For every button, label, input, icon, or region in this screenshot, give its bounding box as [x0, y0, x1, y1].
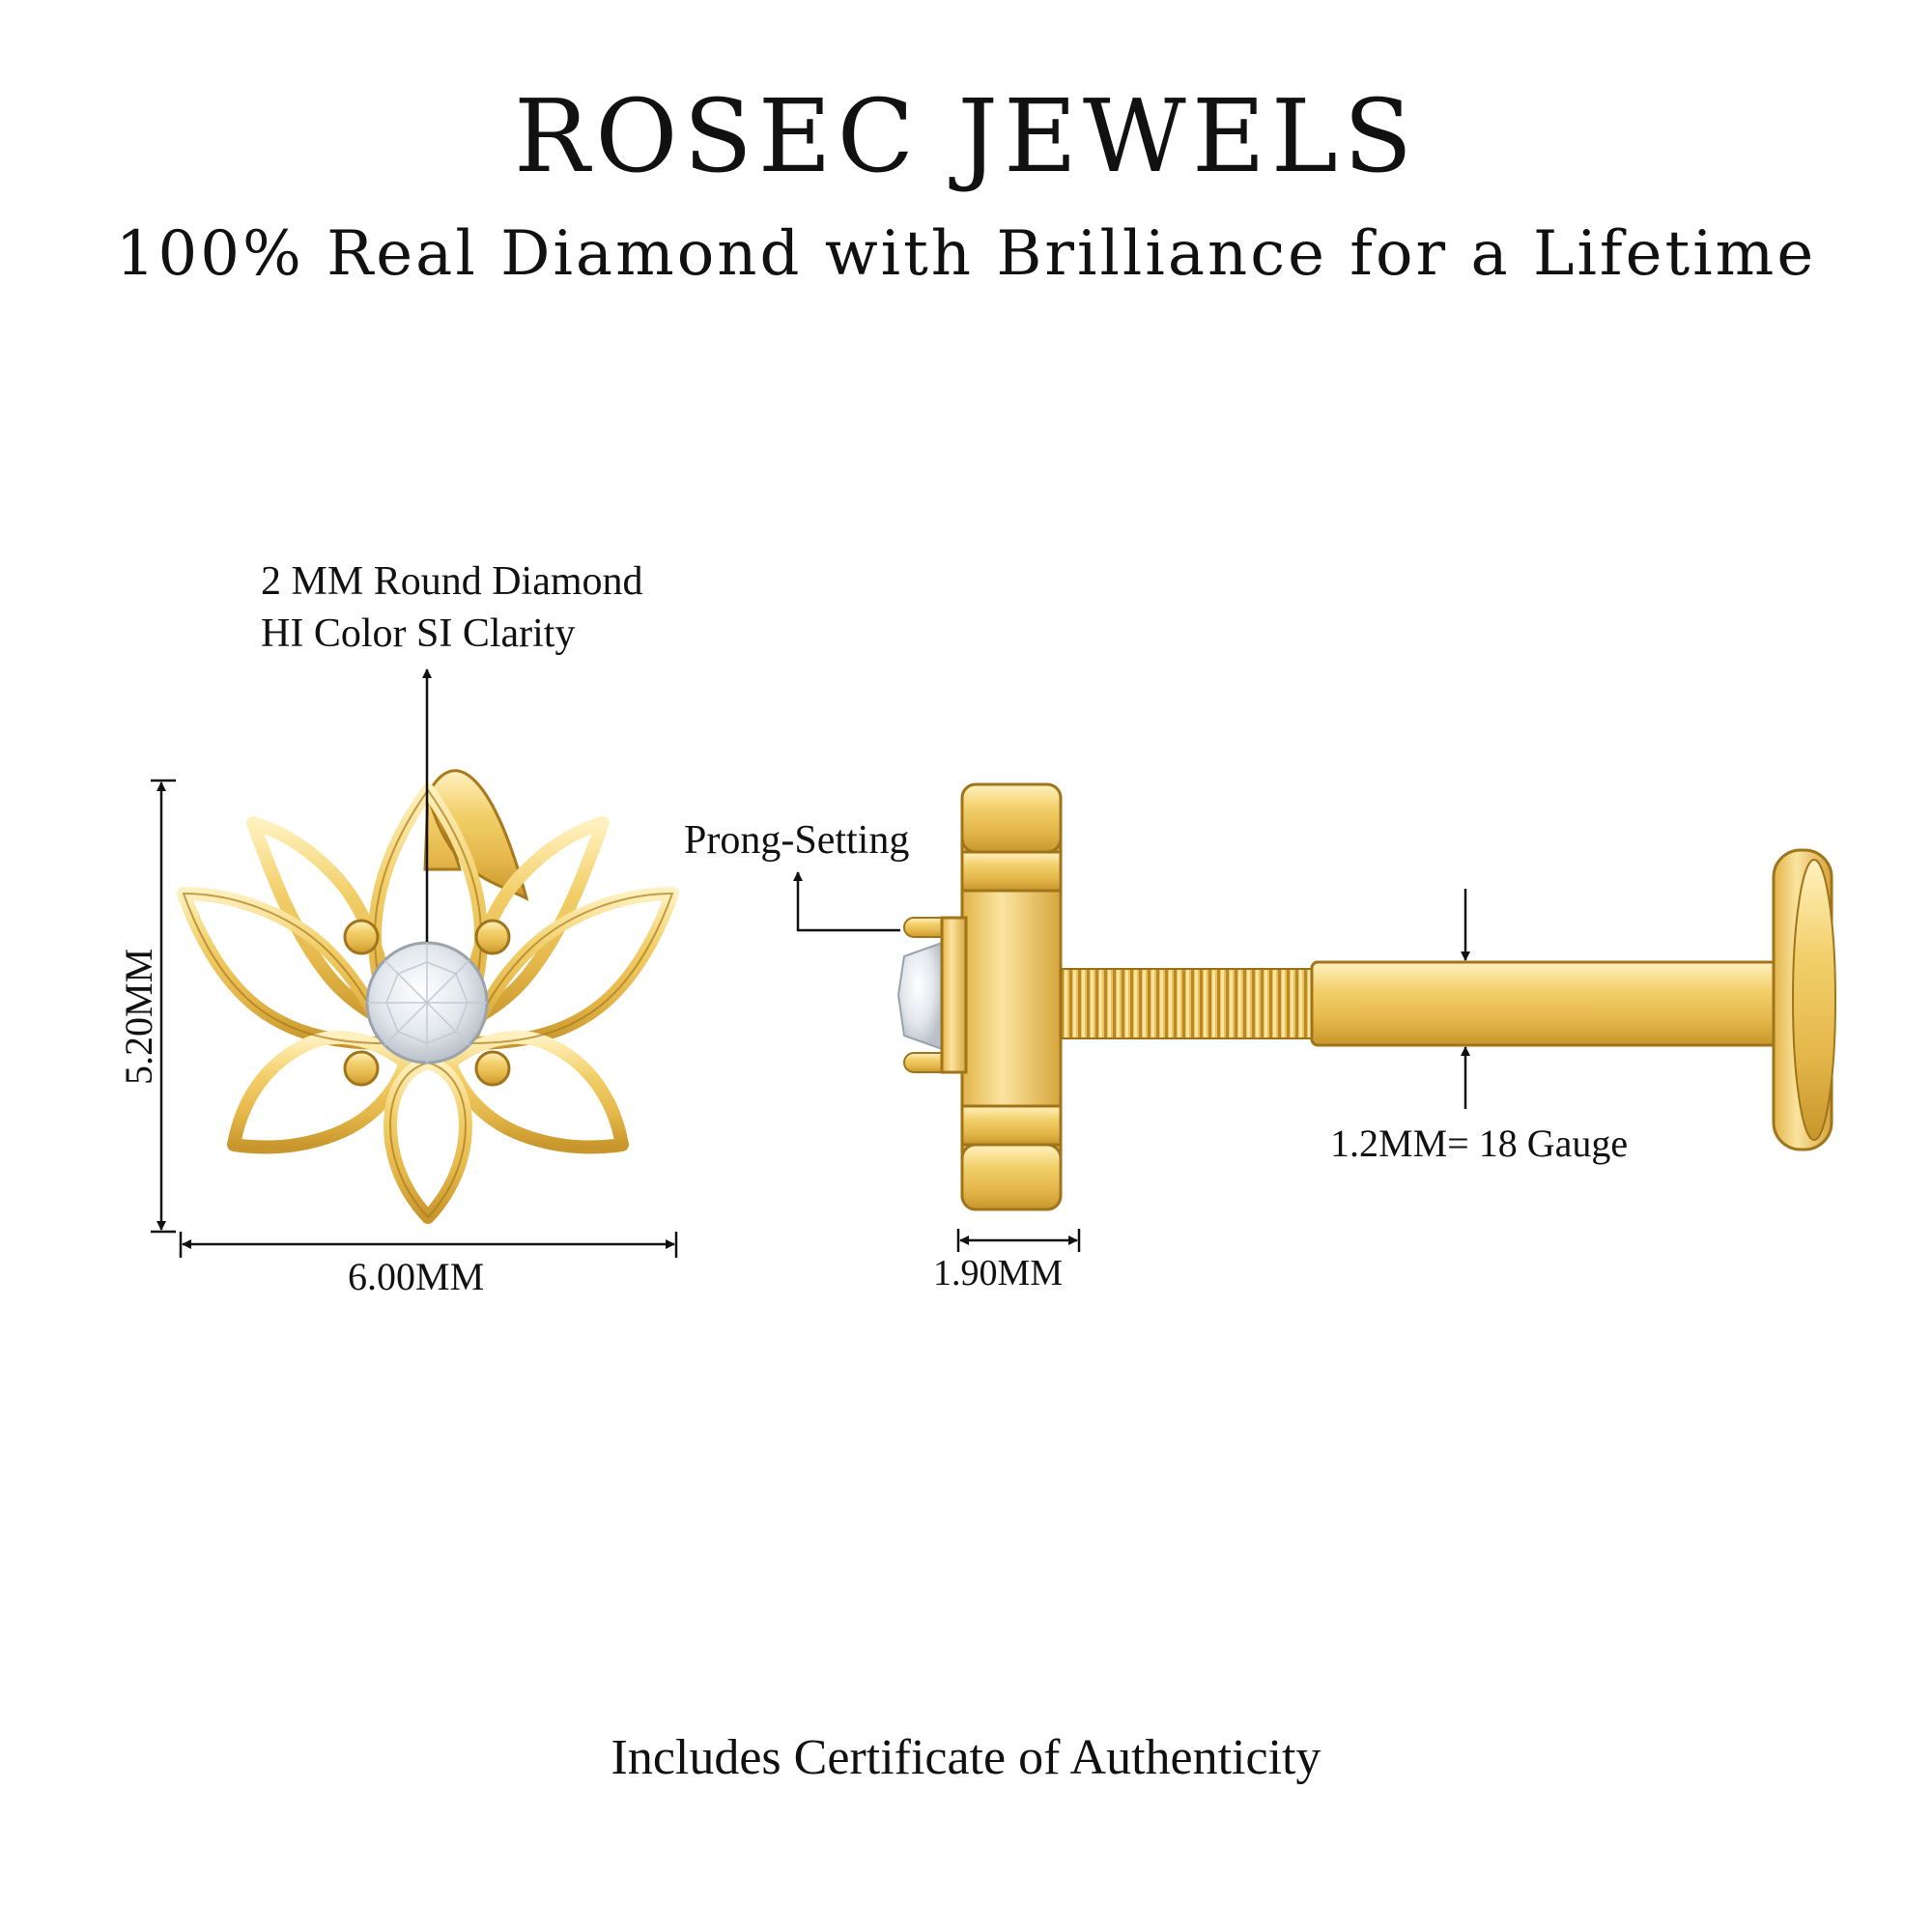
width-label: 6.00MM: [348, 1255, 485, 1298]
labret-bar: [1310, 960, 1793, 1047]
lotus-head-profile: [940, 782, 1063, 1211]
brand-title: ROSEC JEWELS: [513, 77, 1419, 195]
prong-setting-label: Prong-Setting: [684, 818, 910, 863]
prong-callout-arrow: [793, 871, 900, 932]
tagline: 100% Real Diamond with Brilliance for a …: [115, 218, 1817, 290]
labret-side-view: [896, 782, 1836, 1211]
stone-spec-line1: 2 MM Round Diamond: [261, 559, 643, 604]
stone-spec-line2: HI Color SI Clarity: [261, 611, 576, 656]
height-dimension: [151, 779, 176, 1234]
depth-dimension: [956, 1229, 1081, 1252]
lotus-body: [423, 769, 529, 901]
certificate-note: Includes Certificate of Authenticity: [611, 1730, 1321, 1785]
width-dimension: [179, 1232, 678, 1258]
depth-label: 1.90MM: [933, 1253, 1064, 1293]
diamond-side: [896, 941, 943, 1051]
flat-back-disc: [1772, 848, 1836, 1151]
gauge-label: 1.2MM= 18 Gauge: [1330, 1122, 1629, 1165]
front-prongs: [343, 919, 511, 1087]
lotus-outer-outline: [244, 744, 428, 835]
height-label: 5.20MM: [117, 948, 160, 1085]
threaded-post: [1060, 968, 1315, 1039]
round-diamond: [365, 941, 489, 1065]
lotus-front-view: [177, 744, 679, 1224]
